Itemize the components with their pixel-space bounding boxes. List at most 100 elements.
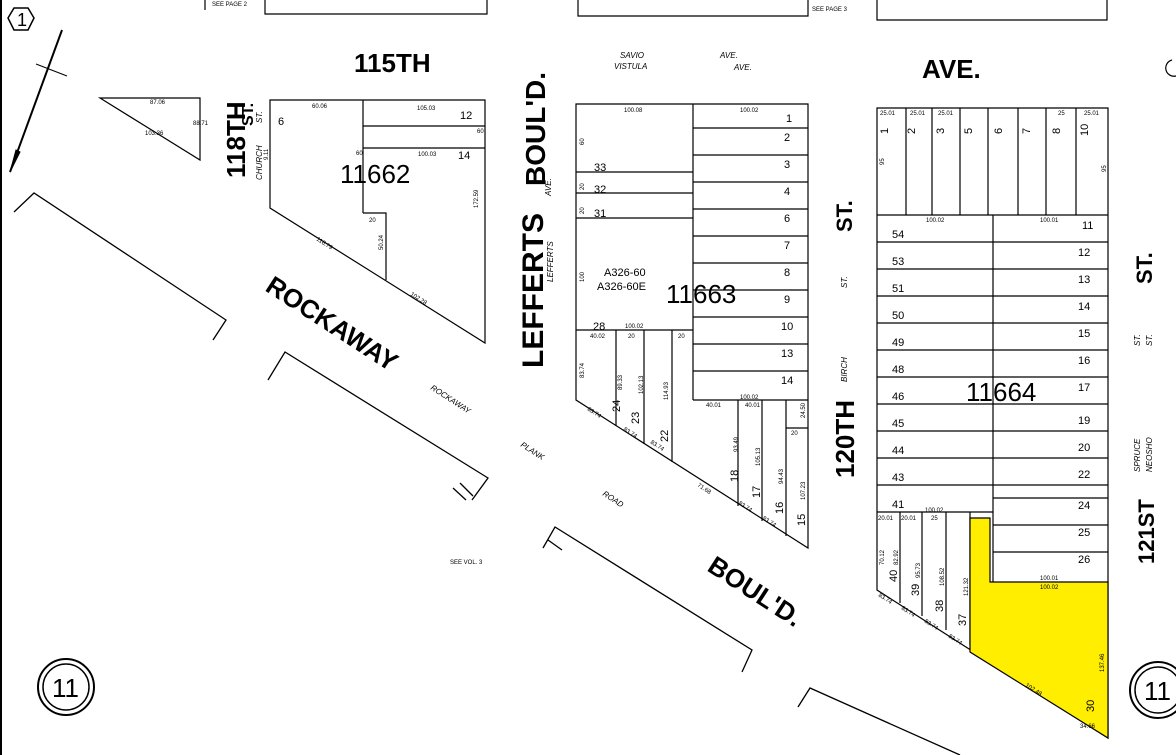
lot-number[interactable]: 8 [784,267,790,279]
lot-number[interactable]: 6 [784,213,790,225]
lot-number[interactable]: 15 [796,514,808,526]
street-label-neosho[interactable]: NEOSHO [1145,437,1154,472]
street-label-birch[interactable]: BIRCH [840,357,849,382]
street-label-ave-small[interactable]: AVE. [544,178,553,197]
lot-number[interactable]: 14 [1078,301,1090,313]
highlighted-lot-30[interactable] [969,517,1109,740]
street-label-ave-small[interactable]: AVE. [733,63,752,72]
street-label-lefferts[interactable]: LEFFERTS [517,213,550,368]
lot-number[interactable]: 13 [781,348,793,360]
lot-number[interactable]: 30 [1085,700,1097,712]
lot-number[interactable]: 17 [751,486,763,498]
circled-sheet-bottom-right[interactable]: 11 [1129,661,1176,719]
street-label-spruce[interactable]: SPRUCE [1133,438,1142,472]
lot-number[interactable]: 19 [1078,415,1090,427]
lot-number[interactable]: 22 [1078,469,1090,481]
lot-number[interactable]: 26 [1078,554,1090,566]
lot-number[interactable]: 2 [784,132,790,144]
street-label-118th[interactable]: 118TH [221,101,251,178]
lot-number[interactable]: 6 [993,128,1005,134]
block-number-11662[interactable]: 11662 [340,159,410,189]
lot-number[interactable]: 46 [892,391,904,403]
lot-number[interactable]: 10 [1079,124,1091,136]
lot-number[interactable]: 53 [892,256,904,268]
street-label-ave-small[interactable]: AVE. [719,51,738,60]
lot-number[interactable]: 8 [1051,128,1063,134]
lot-number[interactable]: 22 [659,430,671,442]
street-label-birch-st[interactable]: ST. [840,276,849,288]
lot-number[interactable]: 33 [594,162,606,174]
lot-number[interactable]: 13 [1078,274,1090,286]
street-label-st-small[interactable]: ST. [1133,334,1142,346]
lot-number[interactable]: 37 [957,614,969,626]
lot-number[interactable]: 11 [1082,220,1093,232]
lot-number[interactable]: 1 [879,128,891,134]
street-label-road[interactable]: ROAD [601,489,625,509]
street-label-church[interactable]: CHURCH [255,145,264,180]
block-11664[interactable] [876,107,1109,740]
street-label-115th[interactable]: 115TH [354,48,431,78]
lot-number[interactable]: 20 [1078,442,1090,454]
lot-number[interactable]: 43 [892,472,904,484]
block-11662[interactable] [269,99,486,345]
street-label-church-st[interactable]: ST. [255,111,264,123]
lot-number[interactable]: 49 [892,337,904,349]
lot-number[interactable]: 2 [906,128,918,134]
lot-number[interactable]: 14 [458,150,470,162]
lot-number[interactable]: 45 [892,418,904,430]
street-label-plank[interactable]: PLANK [519,440,546,462]
lot-number[interactable]: 10 [781,321,793,333]
lot-number[interactable]: 12 [460,110,472,122]
lot-number[interactable]: 16 [1078,355,1090,367]
lot-number[interactable]: 3 [935,128,947,134]
lot-number[interactable]: 4 [784,186,790,198]
lot-number[interactable]: 6 [278,116,284,128]
lot-number[interactable]: 48 [892,364,904,376]
lot-number[interactable]: 32 [594,184,606,196]
street-label-st[interactable]: ST. [832,200,857,232]
circled-sheet-bottom-left[interactable]: 11 [37,658,95,716]
lot-number[interactable]: 50 [892,310,904,322]
lot-number[interactable]: 24 [1078,500,1090,512]
lot-number[interactable]: 28 [593,321,605,333]
lot-number[interactable]: 54 [892,229,904,241]
lot-number[interactable]: 16 [774,502,786,514]
lot-number[interactable]: 44 [892,445,904,457]
lot-number[interactable]: 17 [1078,382,1090,394]
condo-note[interactable]: A326-60 [604,267,646,279]
see-vol-note[interactable]: SEE VOL. 3 [450,560,483,566]
lot-number[interactable]: 18 [729,470,741,482]
lot-number[interactable]: 3 [784,159,790,171]
street-label-st[interactable]: ST. [240,103,257,126]
lot-number[interactable]: 23 [630,412,642,424]
block-number-11663[interactable]: 11663 [666,279,736,309]
street-label-vistula[interactable]: VISTULA [614,62,647,71]
lot-number[interactable]: 12 [1078,247,1090,259]
lot-number[interactable]: 1 [786,113,792,125]
lot-number[interactable]: 25 [1078,527,1090,539]
lot-number[interactable]: 31 [594,208,606,220]
street-label-savio[interactable]: SAVIO [620,51,644,60]
see-page-3-note[interactable]: SEE PAGE 3 [812,7,848,13]
lot-number[interactable]: 40 [888,570,900,582]
see-page-2-note[interactable]: SEE PAGE 2 [212,2,248,8]
lot-number[interactable]: 9 [784,294,790,306]
lot-number[interactable]: 7 [784,240,790,252]
street-label-bould[interactable]: BOUL'D. [520,72,551,186]
lot-number[interactable]: 38 [934,600,946,612]
lot-number[interactable]: 39 [910,584,922,596]
lot-number[interactable]: 5 [963,128,975,134]
street-label-121st[interactable]: 121ST [1134,499,1159,564]
condo-note[interactable]: A326-60E [597,281,646,293]
street-label-120th[interactable]: 120TH [830,400,860,478]
circled-sheet-top-left[interactable]: 1 [7,7,35,31]
street-label-ave[interactable]: AVE. [922,54,981,84]
lot-number[interactable]: 51 [892,283,904,295]
block-11663[interactable] [575,103,809,550]
lot-number[interactable]: 15 [1078,328,1090,340]
street-label-st-small[interactable]: ST. [1145,334,1154,346]
lot-number[interactable]: 14 [781,375,793,387]
block-number-11664[interactable]: 11664 [966,377,1036,407]
lot-number[interactable]: 7 [1021,128,1033,134]
street-label-lefferts-small[interactable]: LEFFERTS [546,241,555,282]
